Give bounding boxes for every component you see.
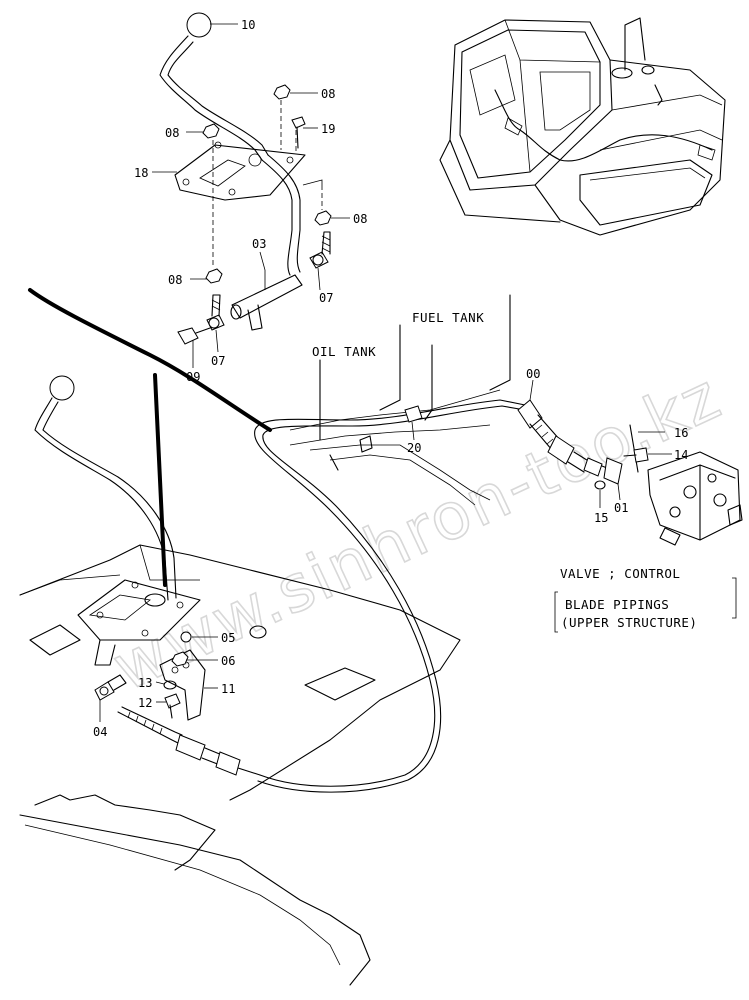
control-valve-assembly	[517, 399, 743, 546]
nut-icon	[314, 210, 332, 226]
part-number: 00	[526, 367, 540, 381]
part-number: 19	[321, 122, 335, 136]
part-number-labels: 10 08 08 19 18 08 03 08 07 09 07 00 20 1…	[93, 18, 688, 739]
part-number: 13	[138, 676, 152, 690]
part-number: 08	[321, 87, 335, 101]
nut-icon	[171, 651, 189, 667]
part-number: 08	[165, 126, 179, 140]
part-number: 05	[221, 631, 235, 645]
part-number: 07	[211, 354, 225, 368]
floor-hole	[249, 625, 267, 639]
lever-knob-icon	[186, 12, 212, 38]
leader-lines	[99, 23, 672, 722]
part-number: 10	[241, 18, 255, 32]
part-number: 14	[674, 448, 688, 462]
section-divider	[28, 288, 272, 432]
washer-icon	[180, 631, 192, 643]
excavator-overview-illustration	[439, 17, 726, 236]
nut-icon	[202, 123, 220, 139]
lever-base-plate	[77, 579, 201, 641]
bracket-plate	[174, 144, 306, 201]
nut-icon	[205, 268, 223, 284]
lever-knob-icon	[49, 375, 75, 401]
part-number: 08	[168, 273, 182, 287]
blade-pipings-label: BLADE PIPINGS	[565, 597, 669, 612]
bracket-right	[732, 577, 737, 619]
part-number: 20	[407, 441, 421, 455]
annotations: FUEL TANK OIL TANK VALVE ; CONTROL BLADE…	[312, 310, 737, 633]
control-valve-body	[647, 451, 741, 541]
part-number: 03	[252, 237, 266, 251]
part-number: 01	[614, 501, 628, 515]
part-number: 11	[221, 682, 235, 696]
upper-structure-label: (UPPER STRUCTURE)	[561, 615, 697, 630]
tank-outlines	[289, 294, 511, 506]
nut-icon	[273, 84, 291, 100]
cable-clamp	[404, 405, 423, 423]
part-number: 08	[353, 212, 367, 226]
control-cable	[257, 405, 526, 793]
part-number: 12	[138, 696, 152, 710]
part-number: 06	[221, 654, 235, 668]
part-number: 04	[93, 725, 107, 739]
lower-lever-assembly	[19, 375, 461, 986]
part-number: 07	[319, 291, 333, 305]
valve-control-label: VALVE ; CONTROL	[560, 566, 680, 581]
part-number: 18	[134, 166, 148, 180]
part-number: 09	[186, 370, 200, 384]
bracket-left	[554, 591, 558, 633]
part-number: 16	[674, 426, 688, 440]
part-number: 15	[594, 511, 608, 525]
upper-lever-assembly	[159, 12, 332, 345]
pivot-shaft	[231, 274, 303, 319]
fuel-tank-label: FUEL TANK	[412, 310, 484, 325]
control-cable	[254, 399, 526, 787]
oil-tank-label: OIL TANK	[312, 344, 376, 359]
